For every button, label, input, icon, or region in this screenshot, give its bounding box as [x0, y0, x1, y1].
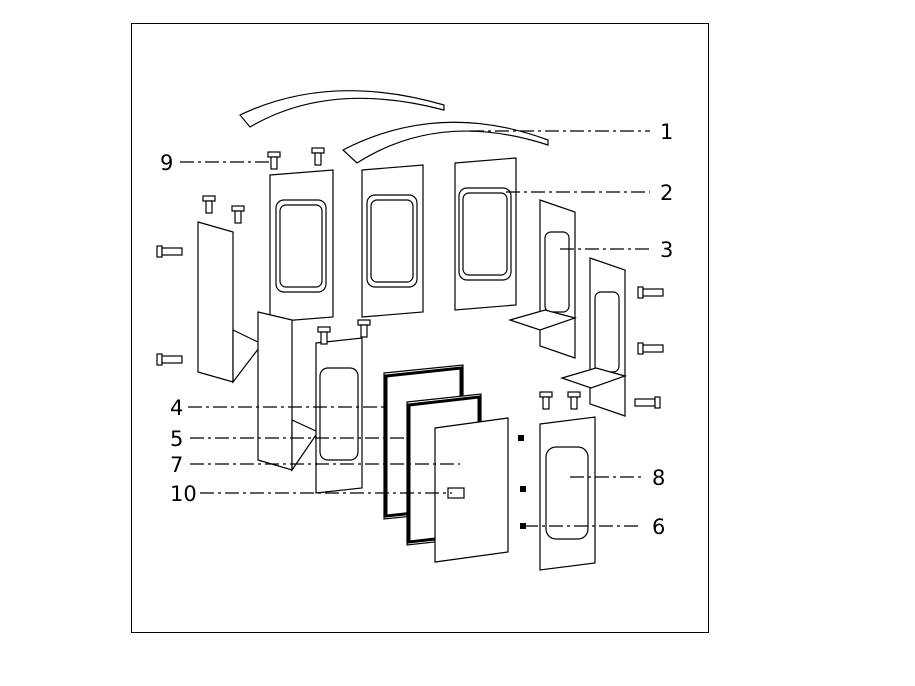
window-panel-front-left: [315, 337, 363, 494]
callout-8: 8: [652, 466, 665, 490]
bolt-set: [156, 245, 664, 409]
callout-10: 10: [170, 482, 197, 506]
callout-3: 3: [660, 238, 673, 262]
callout-7: 7: [170, 453, 183, 477]
callout-2: 2: [660, 181, 673, 205]
top-arc-panel-back: [239, 90, 445, 128]
callout-6: 6: [652, 515, 665, 539]
leader-lines: [180, 130, 650, 527]
side-bracket-left-1: [197, 221, 263, 384]
top-arc-panel-front: [341, 121, 549, 164]
drawing-frame: [131, 23, 709, 633]
callout-1: 1: [660, 120, 673, 144]
side-bracket-right-2: [560, 257, 628, 417]
screw-set: [202, 147, 581, 410]
window-panel-2: [361, 164, 424, 318]
glass-pane-7: [434, 417, 509, 563]
callout-4: 4: [170, 396, 183, 420]
callout-9: 9: [160, 151, 173, 175]
window-panel-1: [269, 169, 334, 323]
side-bracket-left-2: [257, 311, 319, 472]
window-panel-3: [454, 157, 517, 311]
side-bracket-right-1: [507, 199, 578, 359]
clip-6: [518, 435, 526, 529]
callout-5: 5: [170, 427, 183, 451]
window-panel-8: [539, 416, 596, 571]
